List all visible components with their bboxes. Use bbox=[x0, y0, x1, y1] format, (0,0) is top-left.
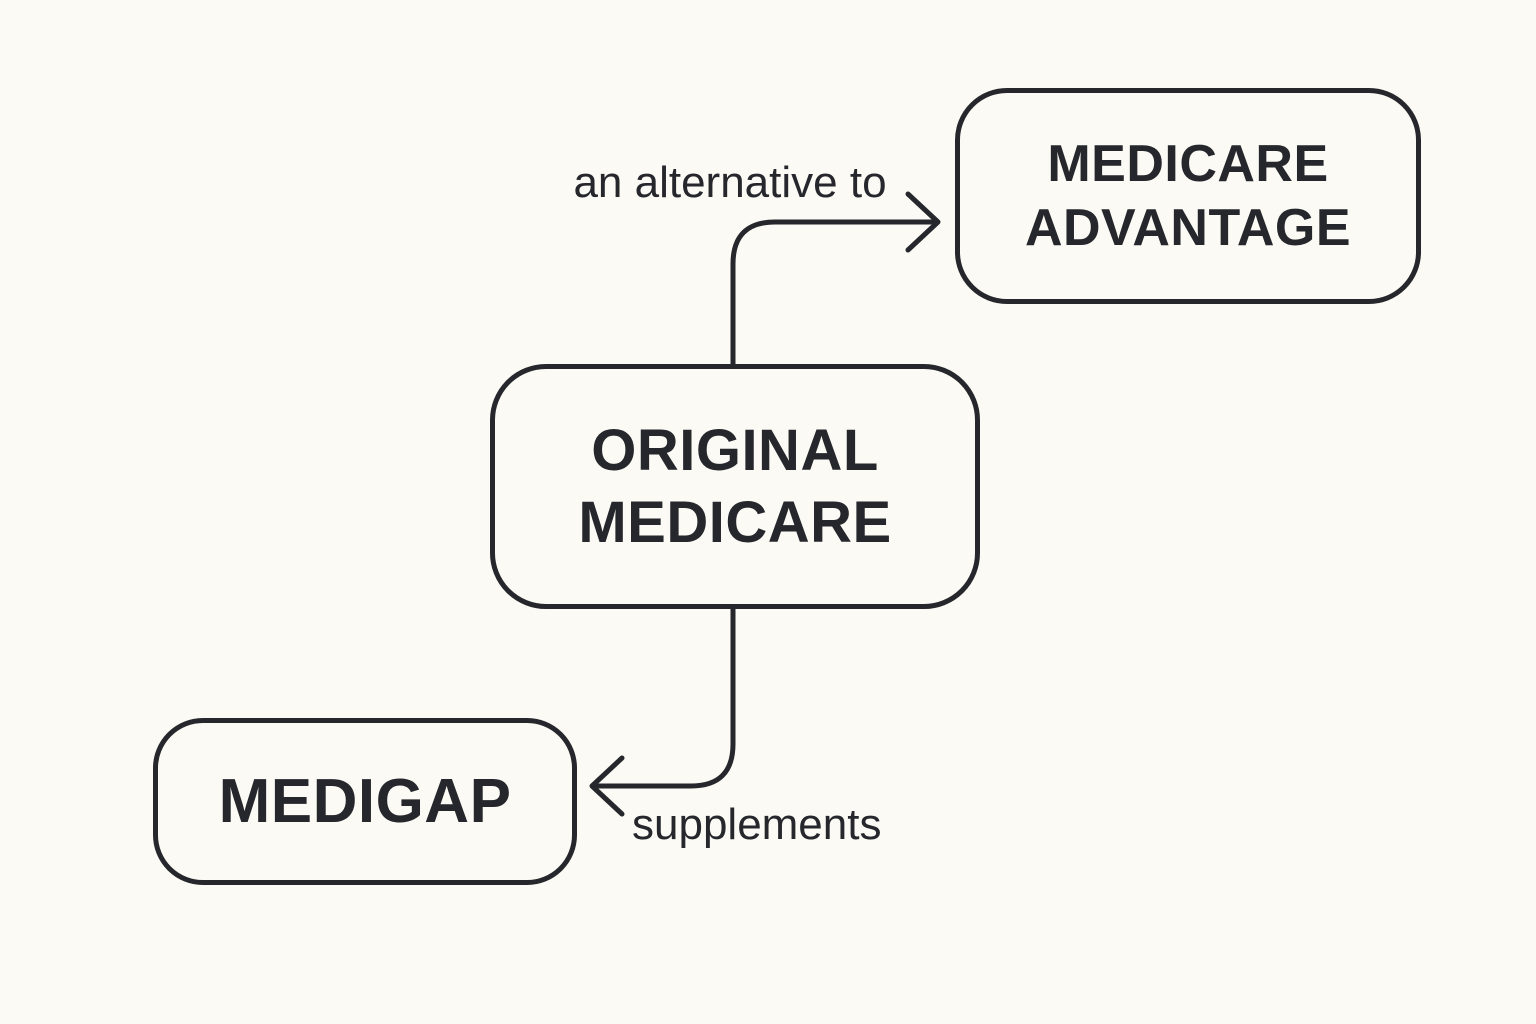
node-medicare-advantage-label: MEDICARE ADVANTAGE bbox=[1024, 135, 1352, 257]
node-medicare-advantage: MEDICARE ADVANTAGE bbox=[955, 88, 1421, 304]
node-medigap: MEDIGAP bbox=[153, 718, 577, 885]
edge-label-supplements: supplements bbox=[632, 800, 882, 849]
node-original-medicare: ORIGINAL MEDICARE bbox=[490, 364, 980, 609]
edge-label-alternative: an alternative to bbox=[573, 158, 887, 207]
arrow-alternative-line bbox=[730, 219, 939, 367]
arrow-supplements-head-icon bbox=[589, 755, 625, 817]
arrow-supplements-line bbox=[591, 606, 736, 789]
node-medigap-label: MEDIGAP bbox=[218, 766, 512, 836]
node-original-medicare-label: ORIGINAL MEDICARE bbox=[578, 417, 892, 555]
arrow-alternative-head-icon bbox=[905, 191, 941, 253]
